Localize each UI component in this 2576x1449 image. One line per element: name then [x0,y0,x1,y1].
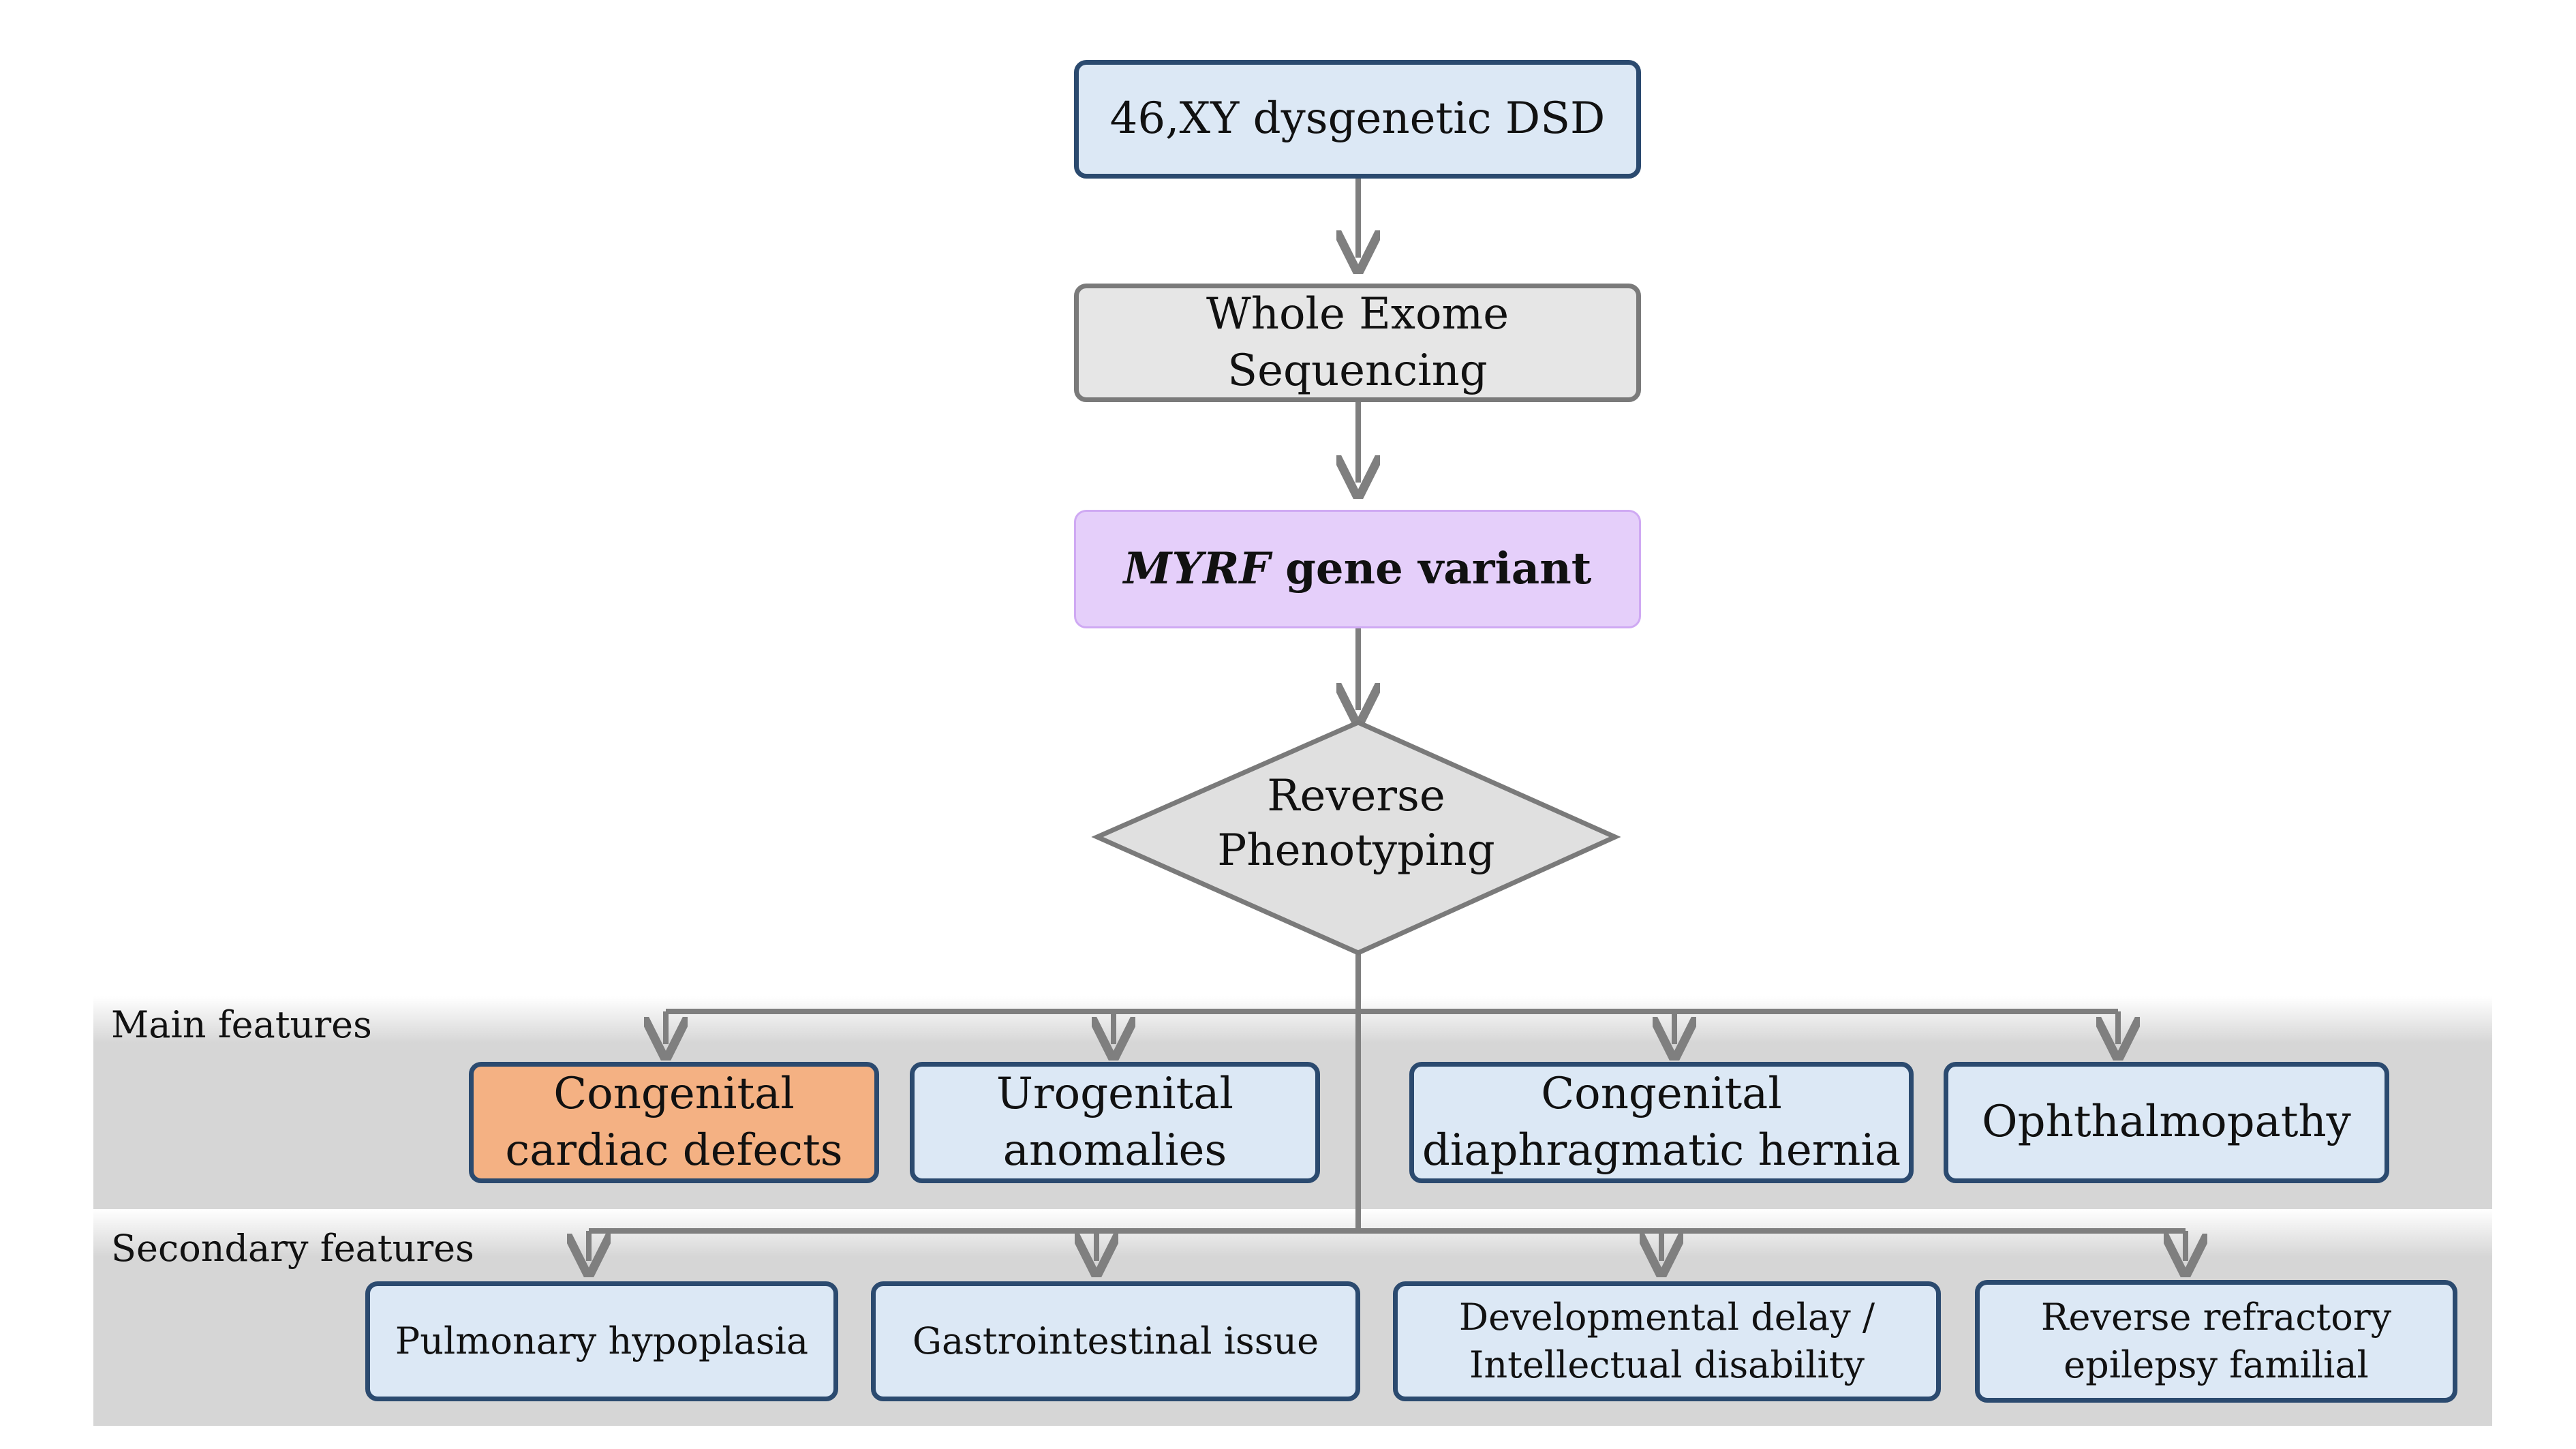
main-feature-ophthalmopathy: Ophthalmopathy [1944,1062,2389,1183]
secondary-feature-developmental-line1: Developmental delay / [1458,1295,1875,1339]
main-feature-urogenital: Urogenital anomalies [910,1062,1320,1183]
gene-variant-suffix: gene variant [1270,543,1592,595]
secondary-feature-pulmonary-label: Pulmonary hypoplasia [395,1319,809,1362]
node-myrf-variant-label: MYRF gene variant [1124,540,1592,597]
node-whole-exome-sequencing: Whole Exome Sequencing [1074,284,1641,402]
main-feature-urogenital-line2: anomalies [1002,1125,1227,1176]
main-feature-cardiac-line1: Congenital [553,1068,795,1119]
main-feature-hernia-line2: diaphragmatic hernia [1422,1125,1901,1176]
secondary-feature-epilepsy-line1: Reverse refractory [2040,1295,2392,1339]
secondary-feature-epilepsy: Reverse refractory epilepsy familial [1975,1280,2457,1403]
decision-label-line1: Reverse [1267,771,1445,821]
main-feature-hernia-line1: Congenital [1541,1068,1782,1119]
main-feature-ophthalmopathy-label: Ophthalmopathy [1982,1097,2351,1148]
secondary-feature-gastrointestinal: Gastrointestinal issue [871,1281,1360,1401]
gene-name: MYRF [1123,543,1270,595]
secondary-feature-epilepsy-line2: epilepsy familial [2064,1343,2369,1386]
decision-label-line2: Phenotyping [1217,825,1495,876]
decision-label: Reverse Phenotyping [1097,769,1615,878]
secondary-feature-pulmonary: Pulmonary hypoplasia [365,1281,838,1401]
main-feature-cardiac-line2: cardiac defects [505,1125,843,1176]
decision-diamond [1091,720,1621,956]
main-feature-urogenital-line1: Urogenital [996,1068,1233,1119]
secondary-feature-developmental-line2: Intellectual disability [1469,1343,1865,1386]
secondary-feature-gastro-label: Gastrointestinal issue [912,1319,1319,1362]
main-feature-hernia: Congenital diaphragmatic hernia [1409,1062,1914,1183]
node-wes-label: Whole Exome Sequencing [1206,288,1509,396]
main-features-label: Main features [111,1003,372,1046]
secondary-features-label: Secondary features [111,1227,474,1270]
node-46xy-dsd: 46,XY dysgenetic DSD [1074,60,1641,179]
node-myrf-variant: MYRF gene variant [1074,510,1641,628]
main-feature-cardiac: Congenital cardiac defects [469,1062,879,1183]
secondary-feature-developmental: Developmental delay / Intellectual disab… [1393,1281,1941,1401]
node-46xy-dsd-label: 46,XY dysgenetic DSD [1109,93,1606,144]
